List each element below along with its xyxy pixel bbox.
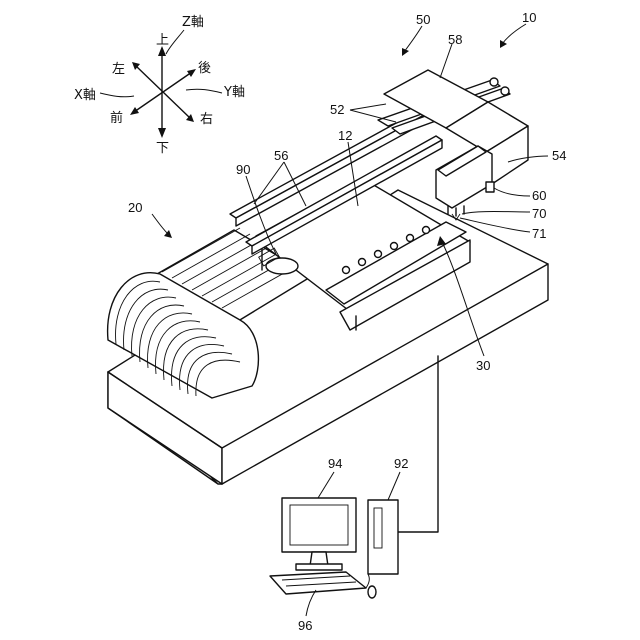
label-90: 90 xyxy=(236,162,250,177)
fb-axis-line xyxy=(134,72,192,112)
y-axis-leader xyxy=(186,89,222,93)
mouse-cable xyxy=(366,574,369,588)
label-94: 94 xyxy=(328,456,342,471)
label-70: 70 xyxy=(532,206,546,221)
control-computer xyxy=(270,498,398,598)
arrow-10 xyxy=(500,40,507,48)
down-arrowhead xyxy=(158,128,166,138)
label-56: 56 xyxy=(274,148,288,163)
leader-96 xyxy=(306,590,316,616)
component-2 xyxy=(359,259,366,266)
leader-60 xyxy=(494,188,530,196)
leader-70 xyxy=(462,212,530,215)
x-axis-label: X軸 xyxy=(74,88,96,103)
label-20: 20 xyxy=(128,200,142,215)
pc-tower-92 xyxy=(368,500,398,574)
down-label: 下 xyxy=(156,141,169,156)
back-label: 後 xyxy=(198,61,211,76)
component-4 xyxy=(391,243,398,250)
front-label: 前 xyxy=(110,110,123,126)
y-axis-label: Y軸 xyxy=(223,85,245,100)
mouse xyxy=(368,586,376,598)
label-54: 54 xyxy=(552,148,566,163)
axis-compass: Z軸 上 下 左 右 前 後 X軸 Y軸 xyxy=(74,15,245,156)
keyboard-96 xyxy=(270,572,366,594)
camera-60 xyxy=(486,182,494,192)
label-96: 96 xyxy=(298,618,312,633)
component-3 xyxy=(375,251,382,258)
label-92: 92 xyxy=(394,456,408,471)
monitor-stand xyxy=(296,564,342,570)
component-5 xyxy=(407,235,414,242)
rail-end-1 xyxy=(490,78,498,86)
label-50: 50 xyxy=(416,12,430,27)
leader-20 xyxy=(152,214,168,234)
leader-50 xyxy=(404,26,422,52)
right-label: 右 xyxy=(200,112,213,127)
label-71: 71 xyxy=(532,226,546,241)
label-60: 60 xyxy=(532,188,546,203)
nozzle-station-90 xyxy=(266,258,298,274)
label-10: 10 xyxy=(522,10,536,25)
back-arrowhead xyxy=(187,69,196,77)
leader-10 xyxy=(502,24,526,44)
label-30: 30 xyxy=(476,358,490,373)
rail-end-2 xyxy=(501,87,509,95)
component-6 xyxy=(423,227,430,234)
up-label: 上 xyxy=(156,33,169,48)
label-58: 58 xyxy=(448,32,462,47)
z-axis-label: Z軸 xyxy=(182,15,204,30)
leader-58 xyxy=(440,44,452,78)
leader-52a xyxy=(350,104,386,110)
x-axis-leader xyxy=(100,93,134,97)
label-52: 52 xyxy=(330,102,344,117)
front-arrowhead xyxy=(130,107,139,115)
leader-92 xyxy=(388,472,400,500)
label-12: 12 xyxy=(338,128,352,143)
left-label: 左 xyxy=(112,62,125,77)
monitor-94 xyxy=(282,498,356,552)
leader-94 xyxy=(318,472,334,498)
component-1 xyxy=(343,267,350,274)
